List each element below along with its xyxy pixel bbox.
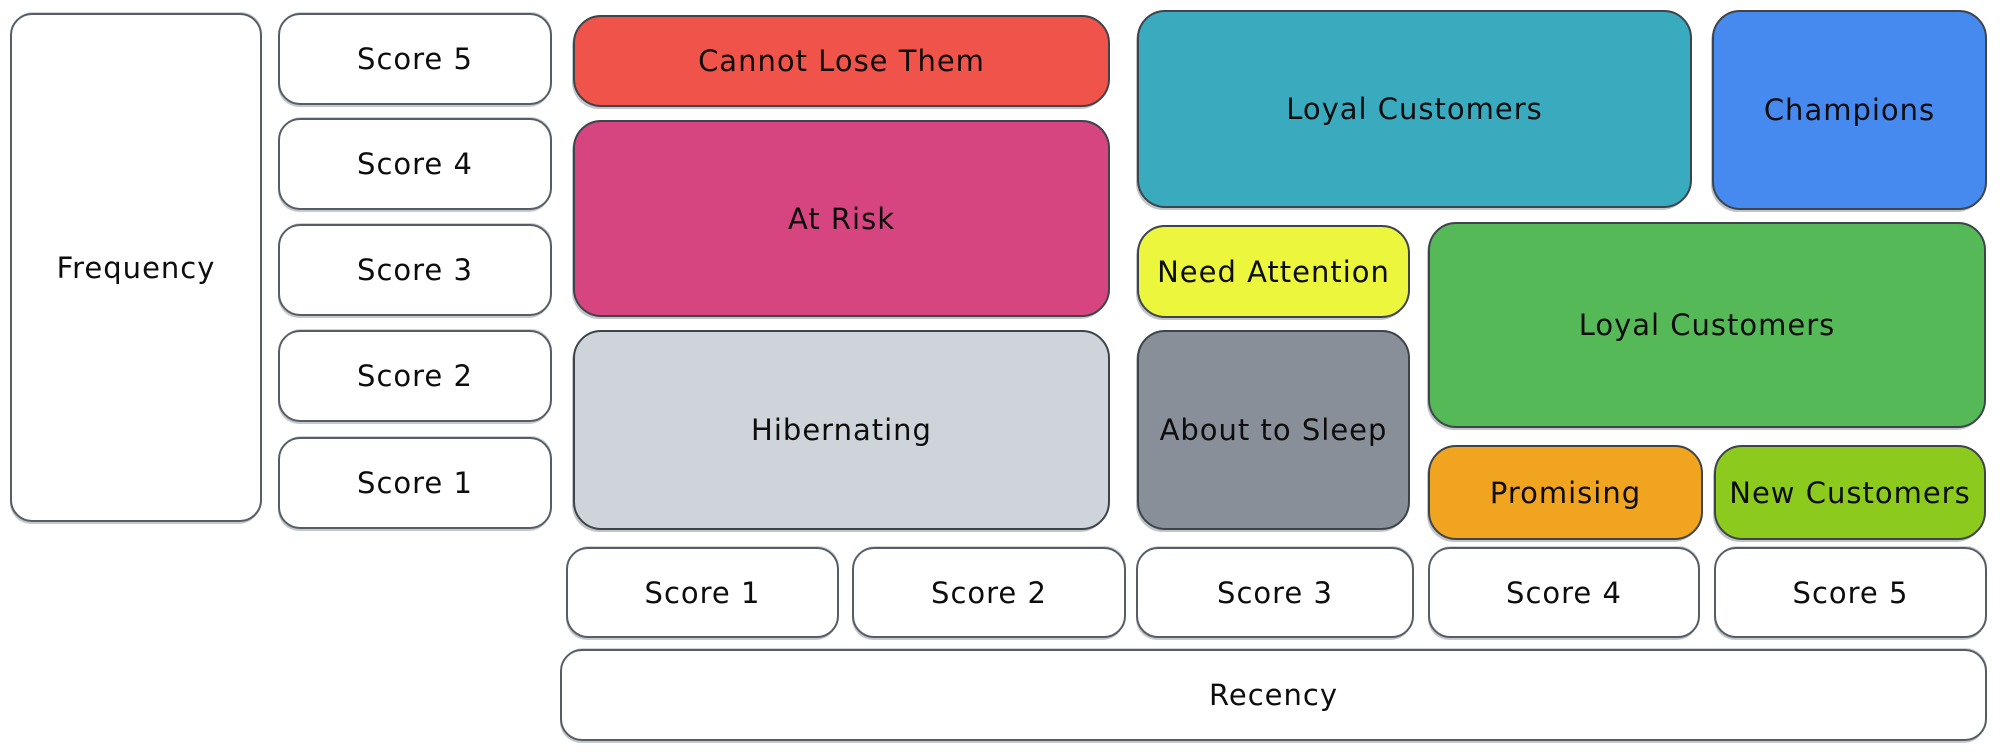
segment-hibernating: Hibernating — [573, 330, 1110, 530]
segment-promising: Promising — [1428, 445, 1703, 540]
recency-score-4: Score 4 — [1428, 547, 1700, 638]
frequency-axis: Frequency — [10, 13, 262, 522]
recency-score-2: Score 2 — [852, 547, 1126, 638]
frequency-score-3: Score 3 — [278, 224, 552, 316]
frequency-score-1: Score 1 — [278, 437, 552, 529]
segment-new-customers: New Customers — [1714, 445, 1986, 540]
segment-loyal-customers-green: Loyal Customers — [1428, 222, 1986, 428]
recency-axis: Recency — [560, 649, 1987, 741]
recency-score-3: Score 3 — [1136, 547, 1414, 638]
segment-need-attention: Need Attention — [1137, 225, 1410, 318]
segment-about-to-sleep: About to Sleep — [1137, 330, 1410, 530]
segment-champions: Champions — [1712, 10, 1987, 210]
frequency-score-4: Score 4 — [278, 118, 552, 210]
segment-at-risk: At Risk — [573, 120, 1110, 317]
frequency-score-2: Score 2 — [278, 330, 552, 422]
recency-score-1: Score 1 — [566, 547, 839, 638]
segment-cannot-lose-them: Cannot Lose Them — [573, 15, 1110, 107]
segment-loyal-customers-teal: Loyal Customers — [1137, 10, 1692, 208]
recency-score-5: Score 5 — [1714, 547, 1987, 638]
frequency-score-5: Score 5 — [278, 13, 552, 105]
